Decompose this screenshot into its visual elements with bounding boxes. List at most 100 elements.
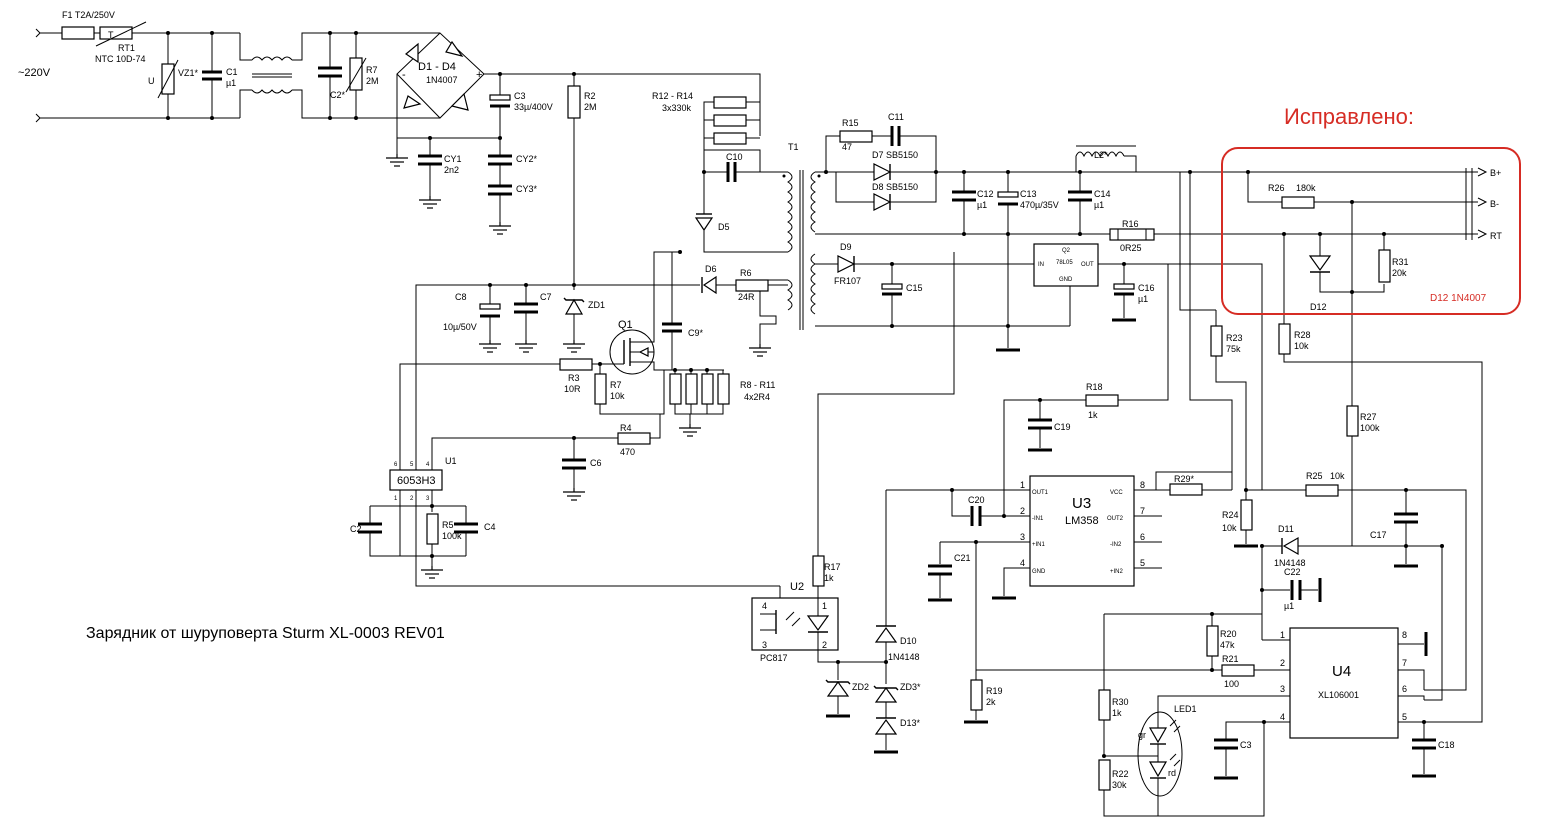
svg-text:+IN2: +IN2 [1110,569,1124,575]
svg-text:C20: C20 [968,495,985,505]
svg-text:C2: C2 [350,524,362,534]
u4-section: U4 XL106001 1 2 3 4 8 7 6 5 R20 47k R21 … [1098,612,1455,817]
svg-text:GND: GND [1059,277,1073,283]
svg-text:R29*: R29* [1174,474,1195,484]
svg-text:-IN1: -IN1 [1032,516,1044,522]
svg-text:R25: R25 [1306,471,1323,481]
svg-text:R6: R6 [740,268,752,278]
svg-text:R17: R17 [824,562,841,572]
svg-text:3: 3 [1020,532,1025,542]
svg-text:C7: C7 [540,292,552,302]
svg-text:D12: D12 [1310,302,1327,312]
mains-voltage-label: ~220V [18,67,51,79]
svg-text:1: 1 [1280,630,1285,640]
svg-text:10k: 10k [1330,471,1345,481]
svg-text:10k: 10k [610,391,625,401]
svg-text:B-: B- [1490,199,1499,209]
ic-u4-xl106001 [1289,627,1399,739]
svg-text:R20: R20 [1220,629,1237,639]
svg-text:1: 1 [1020,480,1025,490]
svg-text:C21: C21 [954,553,971,563]
svg-text:R12 - R14: R12 - R14 [652,91,693,101]
bridge-rectifier: D1 - D4 1N4007 - + C3 33µ/400V CY1 2n2 [356,32,761,235]
control-section: R18 1k C19 U3 LM358 OUT1 -IN1 +IN1 GND V… [885,264,1467,701]
svg-text:D7 SB5150: D7 SB5150 [872,150,918,160]
svg-text:7: 7 [1140,506,1145,516]
svg-text:47k: 47k [1220,640,1235,650]
svg-text:VZ1*: VZ1* [178,68,199,78]
svg-text:30k: 30k [1112,780,1127,790]
svg-text:R5: R5 [442,520,454,530]
svg-text:C10: C10 [726,152,743,162]
svg-text:100: 100 [1224,679,1239,689]
svg-text:RT: RT [1490,231,1502,241]
svg-text:24R: 24R [738,292,755,302]
svg-text:D13*: D13* [900,718,921,728]
svg-text:R3: R3 [568,373,580,383]
svg-text:R7: R7 [366,65,378,75]
svg-text:4: 4 [762,601,767,611]
svg-text:20k: 20k [1392,268,1407,278]
svg-text:6: 6 [394,462,398,468]
svg-text:2M: 2M [366,76,379,86]
svg-text:C6: C6 [590,458,602,468]
svg-text:gr: gr [1138,730,1146,740]
opto-section: R17 1k U2 PC817 4 3 1 2 D10 1N4148 ZD2 [751,252,1290,754]
svg-text:47: 47 [842,142,852,152]
svg-text:3: 3 [762,640,767,650]
primary-side: R2 2M R12 - R14 3x330k C10 D5 [350,74,821,605]
svg-text:C11: C11 [888,112,904,122]
svg-text:1k: 1k [1112,708,1122,718]
svg-text:CY1: CY1 [444,154,462,164]
svg-text:R24: R24 [1222,510,1239,520]
svg-text:1k: 1k [1088,410,1098,420]
svg-text:C19: C19 [1054,422,1071,432]
svg-text:R27: R27 [1360,412,1377,422]
svg-text:2: 2 [1020,506,1025,516]
regulator-q2 [1033,243,1099,287]
svg-text:C8: C8 [455,292,467,302]
svg-text:R15: R15 [842,118,859,128]
svg-text:6053H3: 6053H3 [397,475,436,487]
svg-text:C13: C13 [1020,189,1037,199]
svg-text:2: 2 [1280,658,1285,668]
svg-text:µ1: µ1 [226,78,236,88]
svg-text:10R: 10R [564,384,581,394]
svg-text:10k: 10k [1294,341,1309,351]
led1 [1137,711,1183,797]
svg-text:R16: R16 [1122,219,1139,229]
f1-label: F1 T2A/250V [62,10,115,20]
svg-text:D1 - D4: D1 - D4 [418,61,456,73]
svg-text:C4: C4 [484,522,496,532]
svg-text:8: 8 [1402,630,1407,640]
svg-text:VCC: VCC [1110,490,1123,496]
svg-text:OUT2: OUT2 [1107,516,1124,522]
svg-text:3x330k: 3x330k [662,103,692,113]
svg-text:ZD1: ZD1 [588,300,605,310]
svg-text:R7: R7 [610,380,622,390]
svg-text:0R25: 0R25 [1120,243,1142,253]
svg-text:D11: D11 [1278,524,1294,534]
svg-text:1k: 1k [824,573,834,583]
correction-heading: Исправлено: [1284,104,1414,129]
svg-text:OUT: OUT [1081,262,1094,268]
svg-text:2M: 2M [584,102,597,112]
svg-text:2: 2 [822,640,827,650]
svg-text:5: 5 [1140,558,1145,568]
rt1-value: NTC 10D-74 [95,54,146,64]
svg-text:IN: IN [1038,262,1044,268]
svg-text:1: 1 [394,496,398,502]
svg-text:10k: 10k [1222,523,1237,533]
svg-text:R18: R18 [1086,382,1103,392]
svg-text:5: 5 [410,462,414,468]
svg-text:ZD2: ZD2 [852,682,869,692]
svg-text:C12: C12 [977,189,994,199]
svg-text:PC817: PC817 [760,653,788,663]
svg-text:T1: T1 [788,142,799,152]
svg-text:C3: C3 [1240,740,1252,750]
svg-text:C15: C15 [906,283,923,293]
svg-text:180k: 180k [1296,183,1316,193]
secondary-side: R15 47 C11 D7 SB5150 D8 SB5150 L2* C12 µ… [815,112,1502,723]
svg-text:-IN2: -IN2 [1110,542,1122,548]
